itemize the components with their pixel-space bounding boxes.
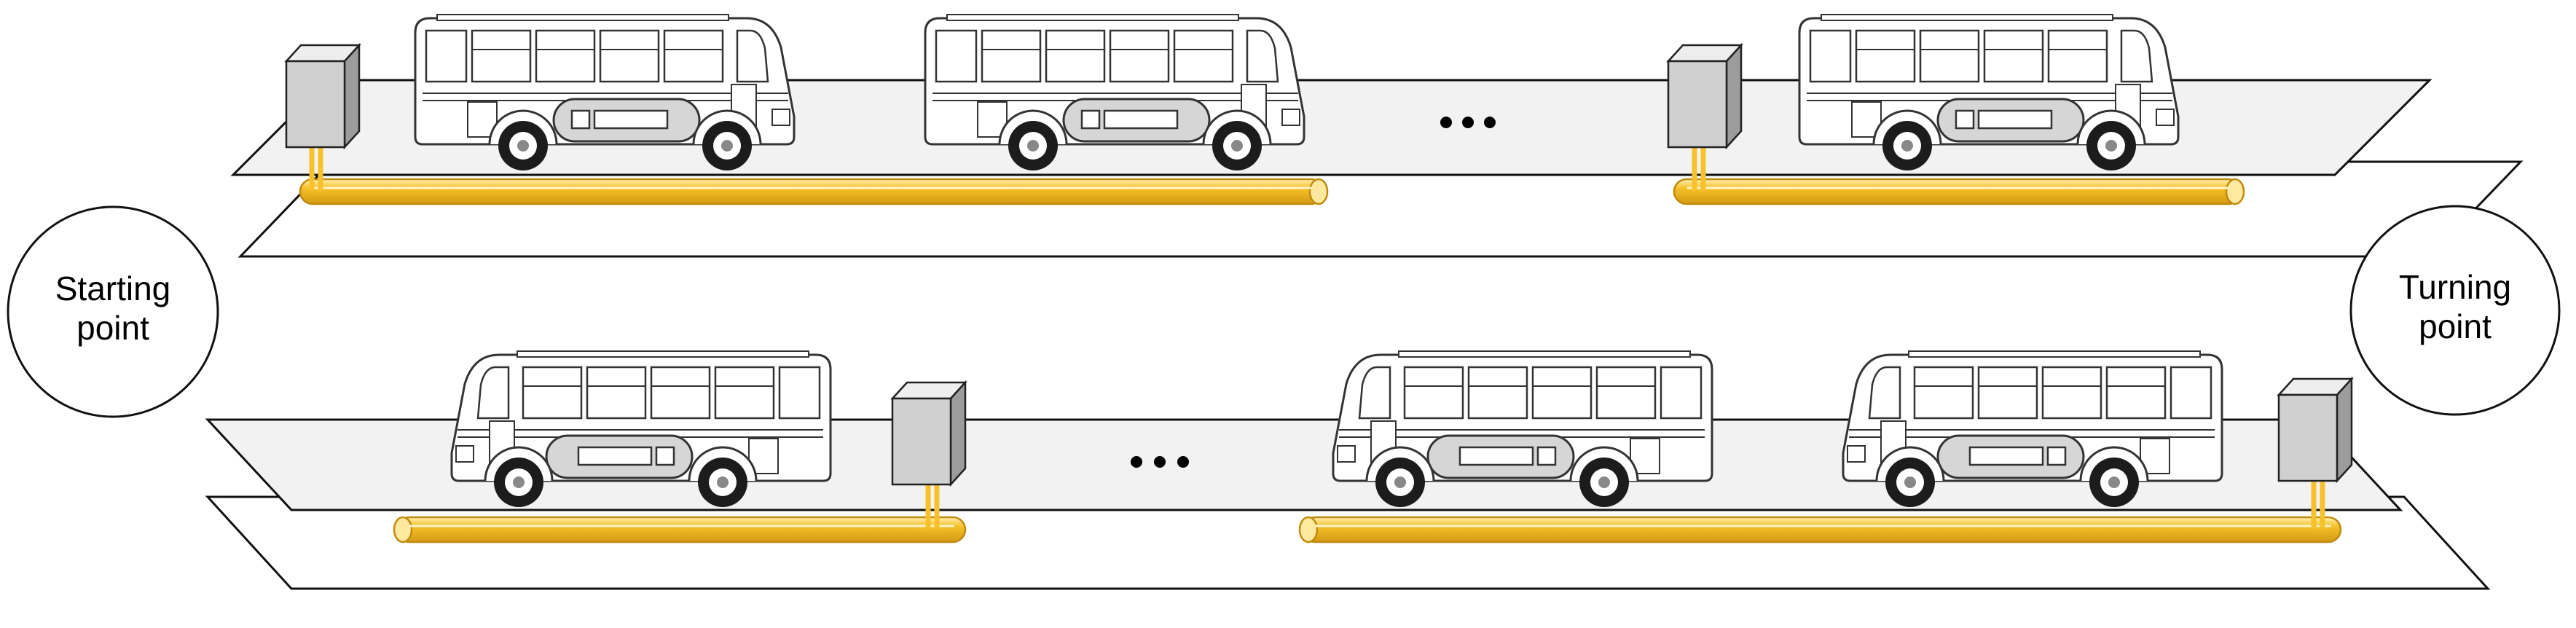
bottom-cable-2 — [1298, 516, 2342, 543]
turning-point-label-line1: Turning — [2399, 268, 2511, 306]
ellipsis-icon — [1131, 456, 1189, 468]
bottom-charger-2 — [2277, 377, 2353, 529]
charging-box-icon — [1667, 44, 1743, 149]
starting-point-label-line1: Starting — [55, 270, 171, 307]
ellipsis-icon — [1440, 117, 1496, 128]
bottom-cable-1 — [393, 516, 967, 543]
turning-point-label-line2: point — [2419, 307, 2491, 345]
bottom-route — [205, 351, 2491, 590]
top-cable-1 — [299, 178, 1329, 205]
bottom-charger-1 — [891, 381, 967, 529]
top-charger-1 — [285, 44, 361, 191]
charging-box-icon — [285, 44, 361, 149]
turning-point-node: Turning point — [2349, 205, 2561, 416]
top-cable-2 — [1673, 178, 2245, 205]
charging-box-icon — [2277, 377, 2353, 482]
charging-box-icon — [891, 381, 967, 486]
top-route — [230, 13, 2524, 258]
starting-point-label-line2: point — [76, 309, 149, 347]
starting-point-node: Starting point — [7, 205, 219, 418]
top-charger-2 — [1667, 44, 1743, 191]
